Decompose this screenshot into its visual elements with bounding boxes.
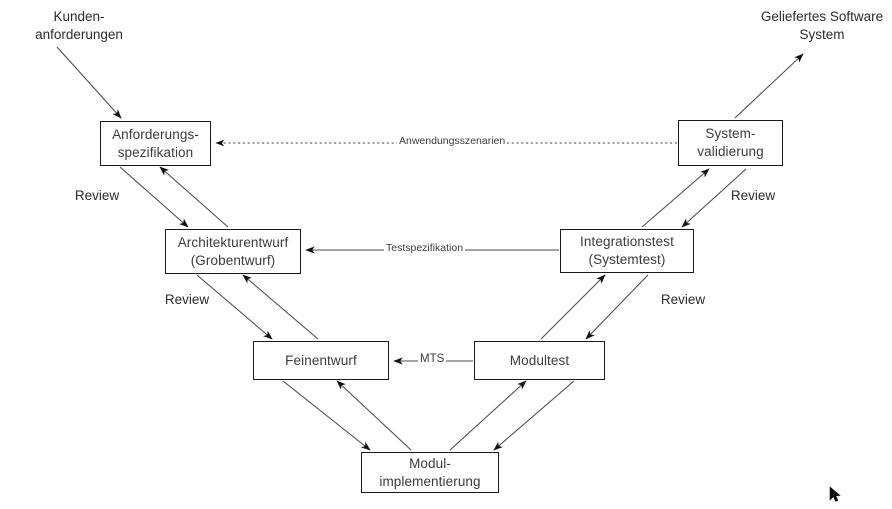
edge-feinentwurf-to-modulimplementierung xyxy=(282,380,371,451)
edge-systemvalidierung-to-geliefertes-software-system xyxy=(734,53,804,119)
edge-label-anwendungsszenarien: Anwendungsszenarien xyxy=(397,135,508,148)
label-kundenanforderungen: Kunden- anforderungen xyxy=(35,9,123,42)
edge-modulimplementierung-to-modultest xyxy=(449,380,527,451)
label-review-mid-right: Review xyxy=(660,292,706,307)
edge-modultest-to-integrationstest xyxy=(540,274,606,340)
label-review-top-right: Review xyxy=(730,188,776,203)
edge-kunden-to-anforderungsspezifikation xyxy=(56,46,122,119)
node-feinentwurf[interactable]: Feinentwurf xyxy=(253,341,389,380)
edge-integrationstest-to-modultest xyxy=(585,274,649,340)
edge-label-testspezifikation: Testspezifikation xyxy=(384,242,466,255)
label-geliefertes-software-system: Geliefertes Software System xyxy=(760,9,884,42)
edge-feinentwurf-to-architekturentwurf xyxy=(242,274,319,340)
edge-integrationstest-to-systemvalidierung xyxy=(641,168,710,228)
label-review-top-left: Review xyxy=(74,188,120,203)
node-modultest[interactable]: Modultest xyxy=(474,341,605,380)
edge-modultest-to-modulimplementierung xyxy=(493,380,575,451)
label-review-mid-left: Review xyxy=(164,292,210,307)
node-anforderungsspezifikation[interactable]: Anforderungs- spezifikation xyxy=(100,121,211,166)
edge-label-mts: MTS xyxy=(418,353,447,366)
node-modulimplementierung[interactable]: Modul- implementierung xyxy=(361,452,499,493)
node-systemvalidierung[interactable]: System- validierung xyxy=(678,120,783,166)
node-architekturentwurf[interactable]: Architekturentwurf (Grobentwurf) xyxy=(165,229,301,274)
edge-architekturentwurf-to-anforderungsspezifikation xyxy=(159,166,229,228)
mouse-pointer-icon xyxy=(829,486,841,502)
node-integrationstest[interactable]: Integrationstest (Systemtest) xyxy=(560,229,694,273)
edge-modulimplementierung-to-feinentwurf xyxy=(336,380,412,451)
